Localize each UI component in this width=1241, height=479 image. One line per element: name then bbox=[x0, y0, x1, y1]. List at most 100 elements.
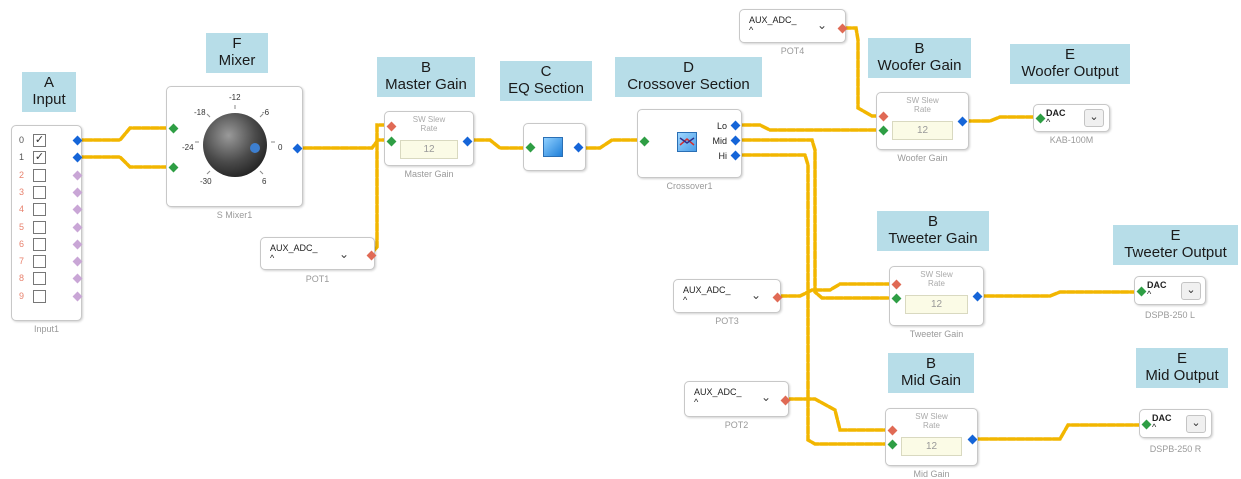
mixer-tick-6: 6 bbox=[262, 177, 267, 186]
pot-output-pin[interactable] bbox=[837, 23, 848, 34]
mixer-block[interactable]: -12 -6 0 6 -30 -24 -18 bbox=[166, 86, 303, 207]
channel-number: 7 bbox=[19, 256, 25, 267]
channel-output-pin[interactable] bbox=[72, 170, 83, 181]
master-gain-caption: Master Gain bbox=[404, 169, 454, 179]
eq-icon[interactable] bbox=[543, 137, 563, 157]
pot1-block[interactable]: AUX_ADC_ ^ ⌄ bbox=[260, 237, 377, 270]
label-text: Tweeter Gain bbox=[888, 230, 978, 247]
channel-output-pin[interactable] bbox=[72, 256, 83, 267]
channel-output-pin[interactable] bbox=[72, 239, 83, 250]
gain-value[interactable]: 12 bbox=[905, 295, 968, 314]
woofer-gain-block[interactable]: SW Slew Rate 12 bbox=[876, 92, 969, 150]
eq-block[interactable] bbox=[523, 123, 586, 171]
gain-output-pin[interactable] bbox=[972, 291, 983, 302]
dac-woofer-block[interactable]: DAC ^ ⌄ bbox=[1033, 104, 1110, 132]
channel-number: 2 bbox=[19, 169, 25, 180]
mixer-tick-n12: -12 bbox=[229, 93, 241, 102]
chevron-down-icon[interactable]: ⌄ bbox=[1181, 282, 1201, 300]
channel-number: 4 bbox=[19, 204, 25, 215]
pot4-block[interactable]: AUX_ADC_ ^ ⌄ bbox=[739, 9, 848, 43]
label-crossover-section: D Crossover Section bbox=[615, 57, 762, 97]
channel-checkbox[interactable]: ✓ bbox=[33, 151, 46, 165]
master-gain-block[interactable]: SW Slew Rate 12 bbox=[384, 111, 474, 166]
wire-input1-mixer bbox=[74, 155, 174, 169]
channel-output-pin[interactable] bbox=[72, 152, 83, 163]
dac-input-pin[interactable] bbox=[1136, 286, 1147, 297]
chevron-down-icon[interactable]: ⌄ bbox=[817, 18, 828, 32]
crossover-input-pin[interactable] bbox=[639, 136, 650, 147]
channel-number: 0 bbox=[19, 135, 25, 145]
gain-input-pin[interactable] bbox=[386, 136, 397, 147]
channel-output-pin[interactable] bbox=[72, 135, 83, 146]
gain-value[interactable]: 12 bbox=[400, 140, 458, 159]
dac-tweeter-caption: DSPB-250 L bbox=[1144, 310, 1196, 320]
pot-output-pin[interactable] bbox=[780, 395, 791, 406]
gain-title: SW Slew Rate bbox=[906, 96, 939, 114]
label-woofer-gain: B Woofer Gain bbox=[868, 38, 971, 78]
crossover-block[interactable]: Lo Mid Hi bbox=[637, 109, 742, 178]
gain-value[interactable]: 12 bbox=[892, 121, 953, 140]
chevron-down-icon[interactable]: ⌄ bbox=[339, 247, 350, 261]
channel-output-pin[interactable] bbox=[72, 273, 83, 284]
channel-output-pin[interactable] bbox=[72, 187, 83, 198]
mid-gain-block[interactable]: SW Slew Rate 12 bbox=[885, 408, 978, 466]
pot-output-pin[interactable] bbox=[366, 250, 377, 261]
dac-input-pin[interactable] bbox=[1035, 113, 1046, 124]
channel-output-pin[interactable] bbox=[72, 204, 83, 215]
crossover-mid-pin[interactable] bbox=[730, 135, 741, 146]
label-letter: D bbox=[683, 59, 694, 76]
channel-checkbox[interactable] bbox=[33, 237, 46, 251]
dac-woofer-caption: KAB-100M bbox=[1049, 135, 1094, 145]
label-text: Woofer Gain bbox=[877, 57, 962, 74]
gain-title: SW Slew Rate bbox=[915, 412, 948, 430]
gain-input-pin[interactable] bbox=[887, 439, 898, 450]
chevron-down-icon[interactable]: ⌄ bbox=[751, 288, 762, 302]
channel-number: 8 bbox=[19, 273, 25, 284]
gain-input-pin[interactable] bbox=[891, 293, 902, 304]
knob-icon[interactable] bbox=[167, 87, 304, 208]
channel-checkbox[interactable] bbox=[33, 168, 46, 182]
dac-tweeter-block[interactable]: DAC ^ ⌄ bbox=[1134, 276, 1206, 305]
label-text: Mid Output bbox=[1145, 367, 1219, 384]
eq-output-pin[interactable] bbox=[573, 142, 584, 153]
gain-input-pin[interactable] bbox=[878, 125, 889, 136]
channel-checkbox[interactable] bbox=[33, 289, 46, 303]
crossover-lo-pin[interactable] bbox=[730, 120, 741, 131]
channel-checkbox[interactable] bbox=[33, 185, 46, 199]
gain-output-pin[interactable] bbox=[462, 136, 473, 147]
crossover-hi-pin[interactable] bbox=[730, 150, 741, 161]
label-letter: B bbox=[925, 355, 936, 372]
wire-input0-mixer bbox=[74, 126, 174, 142]
pot3-block[interactable]: AUX_ADC_ ^ ⌄ bbox=[673, 279, 783, 313]
dac-input-pin[interactable] bbox=[1141, 419, 1152, 430]
channel-checkbox[interactable] bbox=[33, 255, 46, 269]
label-woofer-output: E Woofer Output bbox=[1010, 44, 1130, 84]
channel-checkbox[interactable] bbox=[33, 272, 46, 286]
chevron-down-icon[interactable]: ⌄ bbox=[1186, 415, 1206, 433]
channel-output-pin[interactable] bbox=[72, 222, 83, 232]
gain-value[interactable]: 12 bbox=[901, 437, 962, 456]
pot2-block[interactable]: AUX_ADC_ ^ ⌄ bbox=[684, 381, 791, 417]
label-letter: B bbox=[927, 213, 938, 230]
chevron-down-icon[interactable]: ⌄ bbox=[1084, 109, 1104, 127]
input-channel-row: 2 bbox=[12, 168, 83, 185]
channel-checkbox[interactable]: ✓ bbox=[33, 134, 46, 147]
channel-output-pin[interactable] bbox=[72, 291, 83, 302]
label-text: Tweeter Output bbox=[1124, 244, 1227, 261]
label-letter: B bbox=[914, 40, 925, 57]
crossover-out-hi-label: Hi bbox=[718, 151, 728, 161]
dac-mid-block[interactable]: DAC ^ ⌄ bbox=[1139, 409, 1212, 438]
eq-input-pin[interactable] bbox=[525, 142, 536, 153]
pot-output-pin[interactable] bbox=[772, 292, 783, 303]
dac-mid-caption: DSPB-250 R bbox=[1149, 444, 1202, 454]
crossover-icon[interactable] bbox=[677, 132, 697, 152]
channel-checkbox[interactable] bbox=[33, 220, 46, 234]
label-letter: A bbox=[43, 74, 54, 91]
gain-output-pin[interactable] bbox=[957, 116, 968, 127]
tweeter-gain-block[interactable]: SW Slew Rate 12 bbox=[889, 266, 984, 326]
input-caption: Input1 bbox=[33, 324, 60, 334]
chevron-down-icon[interactable]: ⌄ bbox=[761, 390, 772, 404]
gain-output-pin[interactable] bbox=[967, 434, 978, 445]
channel-checkbox[interactable] bbox=[33, 203, 46, 217]
